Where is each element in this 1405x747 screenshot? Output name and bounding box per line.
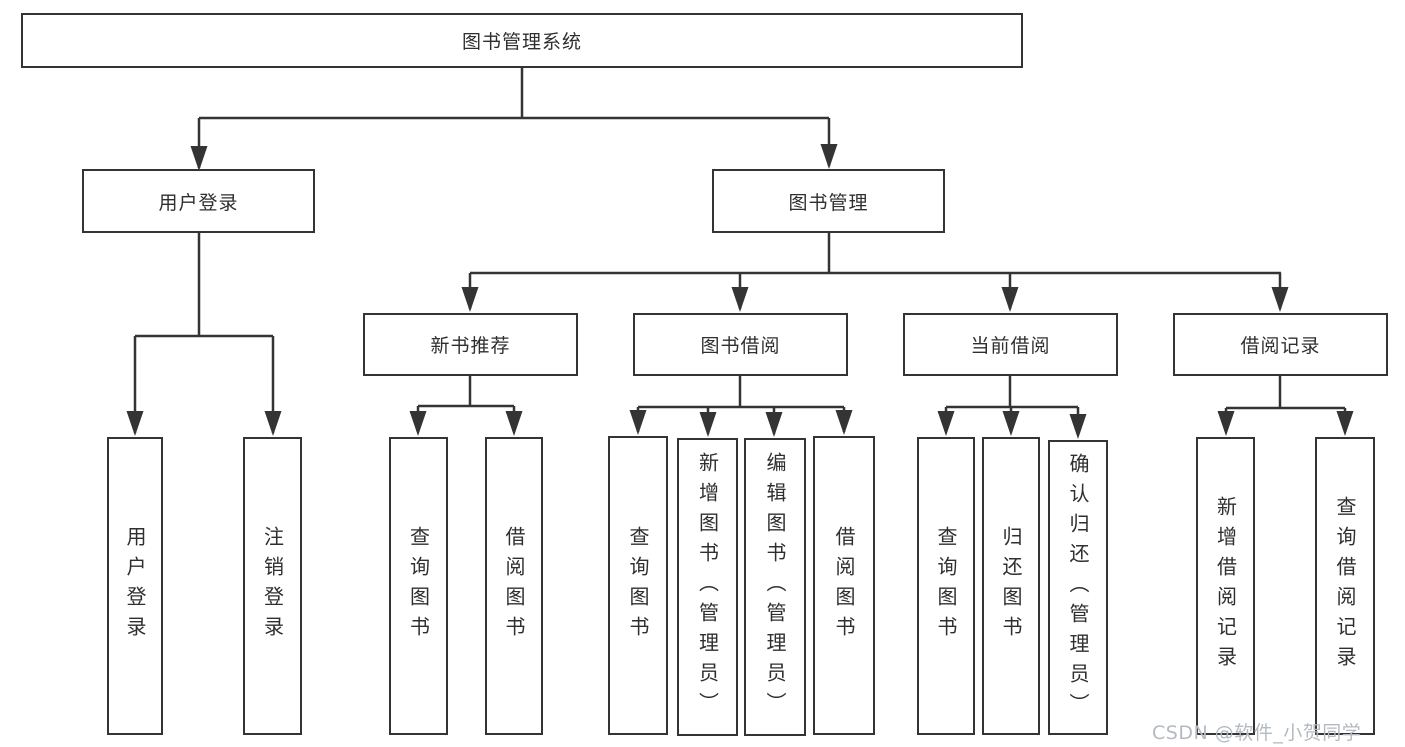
user-login-label: 用户登录 bbox=[158, 191, 239, 214]
borrow-record-label: 借阅记录 bbox=[1240, 335, 1321, 357]
user-login-box: 用户登录 bbox=[82, 169, 315, 233]
confirm-return-admin-leaf-box: 确认归还（管理员） bbox=[1048, 440, 1108, 735]
csdn-watermark: CSDN @软件_小贺同学 bbox=[1152, 722, 1362, 744]
recommend-borrow-books-leaf-box: 借阅图书 bbox=[485, 437, 543, 735]
return-book-label: 归还图书 bbox=[999, 526, 1023, 646]
borrow-books-label: 借阅图书 bbox=[832, 525, 856, 646]
user-login-leaf-box: 用户登录 bbox=[107, 437, 163, 735]
borrow-books-leaf-box: 借阅图书 bbox=[813, 436, 875, 735]
book-management-label: 图书管理 bbox=[788, 191, 869, 214]
current-borrow-label: 当前借阅 bbox=[970, 335, 1051, 357]
new-book-recommend-box: 新书推荐 bbox=[363, 313, 578, 376]
current-query-books-leaf-box: 查询图书 bbox=[917, 437, 975, 735]
recommend-borrow-books-label: 借阅图书 bbox=[502, 526, 526, 646]
add-book-admin-leaf-box: 新增图书（管理员） bbox=[677, 438, 738, 736]
root-box: 图书管理系统 bbox=[21, 13, 1023, 68]
book-borrow-label: 图书借阅 bbox=[700, 335, 781, 357]
book-borrow-box: 图书借阅 bbox=[633, 313, 848, 376]
query-borrow-record-leaf-box: 查询借阅记录 bbox=[1315, 437, 1375, 735]
arrowheads bbox=[126, 144, 1354, 439]
edit-book-admin-label: 编辑图书（管理员） bbox=[763, 452, 787, 722]
borrow-query-books-label: 查询图书 bbox=[626, 525, 650, 646]
recommend-query-books-label: 查询图书 bbox=[406, 526, 431, 646]
current-query-books-label: 查询图书 bbox=[934, 526, 958, 646]
logout-leaf-box: 注销登录 bbox=[243, 437, 302, 735]
return-book-leaf-box: 归还图书 bbox=[982, 437, 1040, 735]
borrow-record-box: 借阅记录 bbox=[1173, 313, 1388, 376]
query-borrow-record-label: 查询借阅记录 bbox=[1333, 496, 1357, 676]
book-management-box: 图书管理 bbox=[712, 169, 945, 233]
recommend-query-books-leaf-box: 查询图书 bbox=[389, 437, 448, 735]
confirm-return-admin-label: 确认归还（管理员） bbox=[1066, 452, 1090, 723]
new-book-recommend-label: 新书推荐 bbox=[430, 335, 511, 357]
add-book-admin-label: 新增图书（管理员） bbox=[695, 452, 720, 722]
borrow-query-books-leaf-box: 查询图书 bbox=[608, 436, 668, 735]
root-label: 图书管理系统 bbox=[461, 31, 582, 53]
edit-book-admin-leaf-box: 编辑图书（管理员） bbox=[744, 438, 806, 736]
current-borrow-box: 当前借阅 bbox=[903, 313, 1118, 376]
add-borrow-record-leaf-box: 新增借阅记录 bbox=[1196, 437, 1255, 735]
user-login-leaf-label: 用户登录 bbox=[123, 526, 147, 646]
logout-leaf-label: 注销登录 bbox=[260, 526, 285, 646]
add-borrow-record-label: 新增借阅记录 bbox=[1213, 496, 1238, 676]
